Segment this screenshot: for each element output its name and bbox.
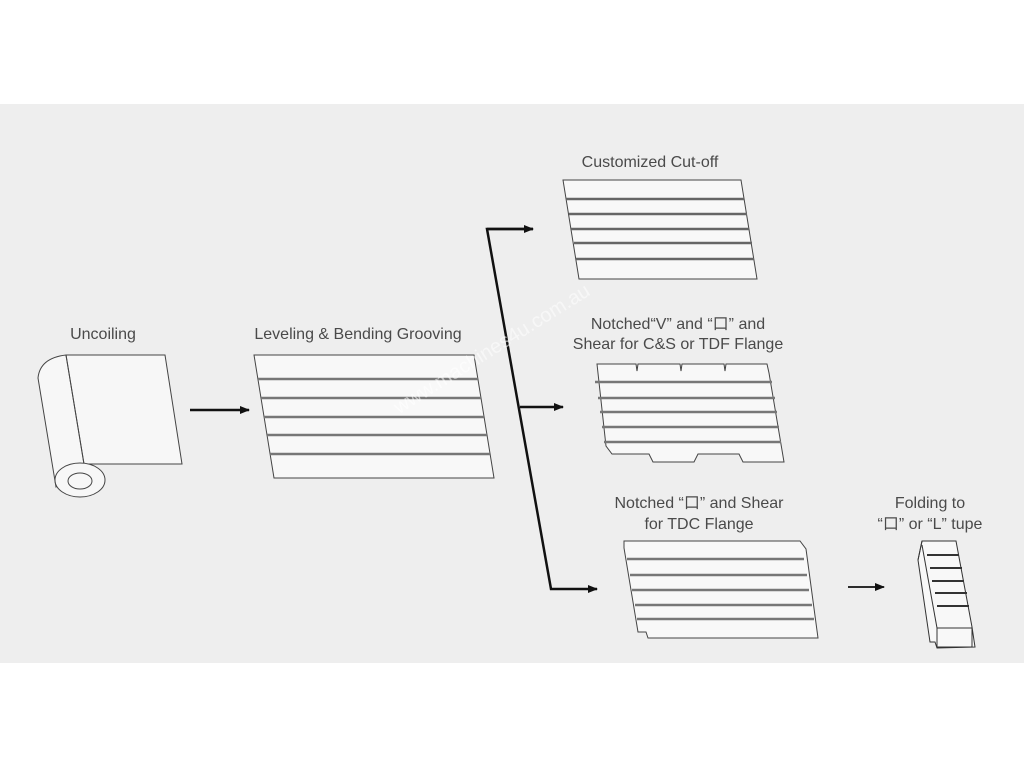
coil-illustration (37, 354, 183, 498)
folded-duct (917, 540, 976, 649)
label-notched-v-line2: Shear for C&S or TDF Flange (572, 336, 784, 353)
branch-arrows (485, 225, 598, 593)
diagram-panel (0, 104, 1024, 663)
label-uncoiling: Uncoiling (70, 326, 136, 343)
label-leveling: Leveling & Bending Grooving (254, 326, 462, 343)
notched-v-sheet (595, 363, 785, 463)
label-folding-line2: “口” or “L” tupe (877, 516, 983, 533)
label-folding-line1: Folding to (894, 495, 966, 512)
cutoff-sheet (562, 179, 758, 280)
label-cutoff: Customized Cut-off (581, 154, 719, 171)
label-tdc-line1: Notched “口” and Shear (614, 495, 784, 512)
tdc-sheet (623, 540, 819, 639)
label-tdc-line2: for TDC Flange (644, 516, 754, 533)
label-notched-v-line1: Notched“V” and “口” and (590, 316, 766, 333)
leveling-sheet (253, 354, 495, 479)
